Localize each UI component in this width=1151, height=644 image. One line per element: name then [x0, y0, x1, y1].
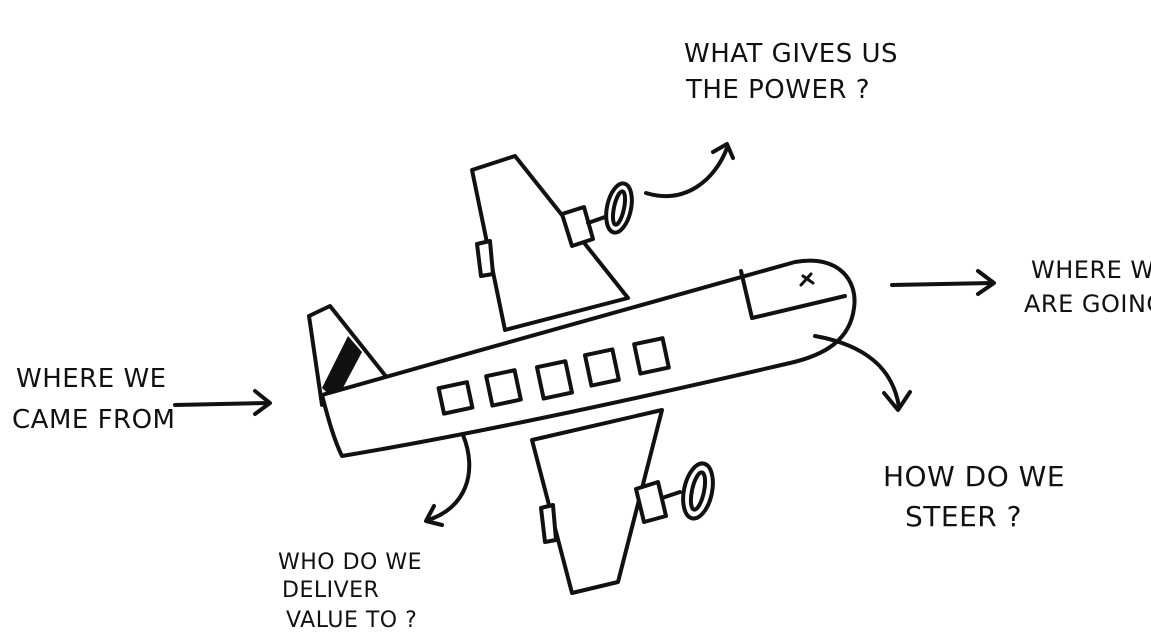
label-power-line-2: THE POWER ?: [685, 75, 870, 105]
lower-wing: [530, 408, 664, 595]
label-value-line-1: WHO DO WE: [278, 550, 422, 575]
arrow-came: [173, 389, 272, 416]
label-value: WHO DO WE DELIVER VALUE TO ?: [278, 550, 422, 633]
arrow-steer: [813, 334, 912, 412]
label-going: WHERE WE ARE GOING: [1024, 256, 1151, 318]
tail-stripe: [322, 336, 362, 401]
cockpit-window: [739, 269, 847, 320]
label-steer-line-2: STEER ?: [905, 500, 1022, 533]
lower-wing-flap: [539, 503, 558, 544]
arrow-value: [424, 433, 472, 527]
label-came: WHERE WE CAME FROM: [12, 364, 175, 435]
airplane: [307, 154, 857, 595]
label-power-line-1: WHAT GIVES US: [684, 39, 898, 69]
upper-engine: [560, 181, 634, 248]
label-value-line-2: DELIVER: [282, 578, 379, 603]
label-going-line-2: ARE GOING: [1024, 290, 1151, 318]
fuselage: [320, 258, 857, 458]
arrow-going: [890, 269, 996, 296]
lower-engine: [634, 461, 715, 524]
upper-wing-flap: [475, 239, 495, 278]
label-steer: HOW DO WE STEER ?: [883, 460, 1065, 533]
label-came-line-2: CAME FROM: [12, 405, 175, 435]
label-going-line-1: WHERE WE: [1031, 256, 1151, 284]
upper-wing: [470, 154, 630, 332]
label-value-line-3: VALUE TO ?: [286, 608, 417, 633]
label-steer-line-1: HOW DO WE: [883, 460, 1065, 493]
label-came-line-1: WHERE WE: [16, 364, 167, 394]
cockpit-mark: [799, 272, 815, 287]
label-power: WHAT GIVES US THE POWER ?: [684, 39, 898, 105]
passenger-windows: [436, 336, 671, 416]
arrow-power: [644, 142, 735, 199]
